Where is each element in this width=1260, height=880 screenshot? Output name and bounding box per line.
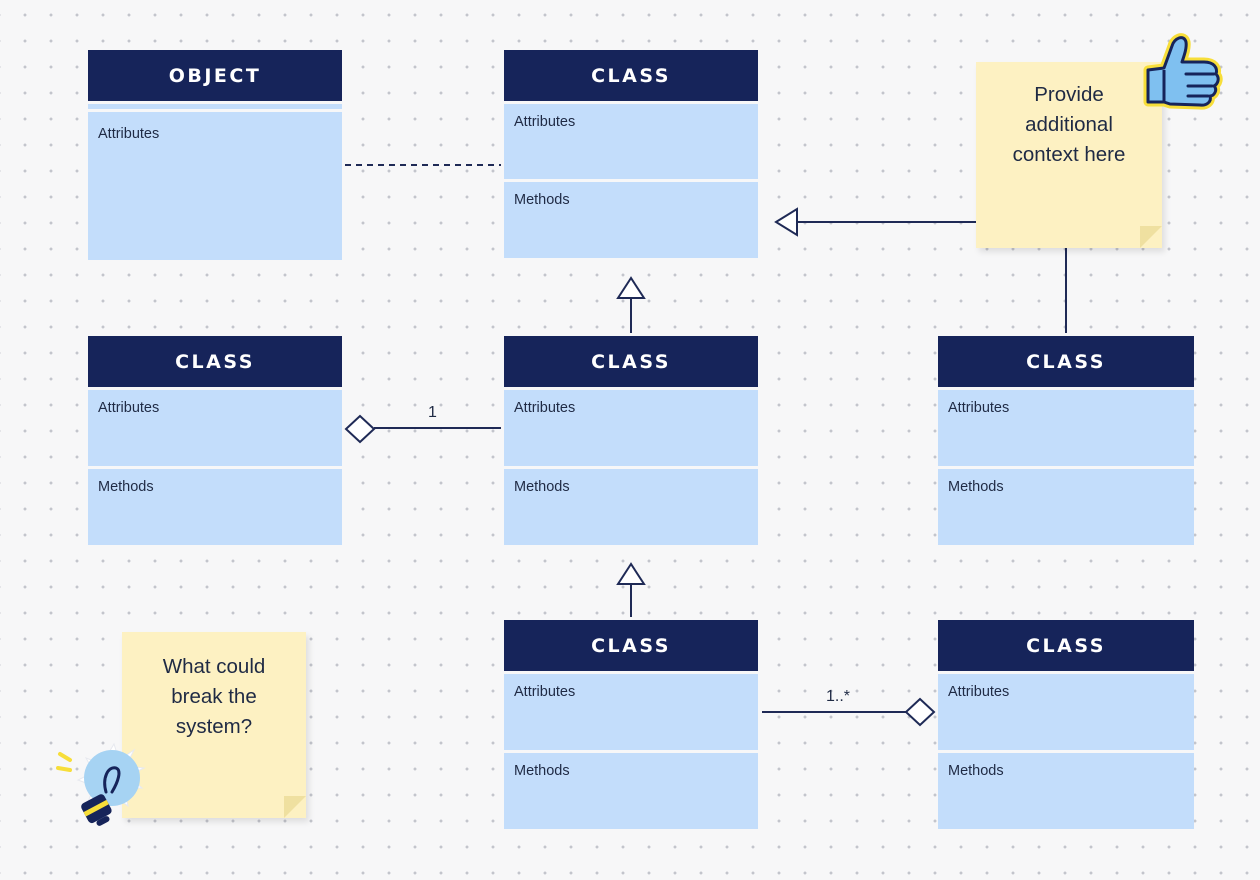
class-methods: Methods [938,469,1194,545]
class-box-bottom[interactable]: CLASS Attributes Methods [504,620,758,829]
note-line: Provide [1034,83,1104,106]
object-box[interactable]: OBJECT Attributes [88,50,342,260]
sticky-note-question[interactable]: What could break the system? [122,632,306,818]
class-header: CLASS [938,336,1194,387]
note-line: context here [1012,143,1126,166]
class-methods: Methods [938,753,1194,829]
class-header: CLASS [938,620,1194,671]
class-box-right[interactable]: CLASS Attributes Methods [938,336,1194,545]
object-attributes: Attributes [88,112,342,260]
class-methods: Methods [504,469,758,545]
note-line: break the [171,685,257,708]
note-fold [1140,226,1162,248]
class-box-center[interactable]: CLASS Attributes Methods [504,336,758,545]
object-spacer [88,104,342,109]
note-line: What could [162,655,266,678]
class-attributes: Attributes [938,674,1194,750]
aggregation-diamond-bottom [904,697,936,727]
class-attributes: Attributes [504,390,758,466]
object-header: OBJECT [88,50,342,101]
class-box-bottom-right[interactable]: CLASS Attributes Methods [938,620,1194,829]
class-header: CLASS [88,336,342,387]
class-header: CLASS [504,336,758,387]
class-methods: Methods [504,753,758,829]
inheritance-arrowhead-center [616,562,646,585]
aggregation-diamond-left [344,414,376,444]
multiplicity-label-bottom: 1..* [826,688,851,705]
class-methods: Methods [504,182,758,258]
class-box-left[interactable]: CLASS Attributes Methods [88,336,342,545]
multiplicity-label-left: 1 [428,404,437,421]
note-line: additional [1025,113,1113,136]
class-header: CLASS [504,620,758,671]
note-fold [284,796,306,818]
class-attributes: Attributes [88,390,342,466]
class-attributes: Attributes [504,104,758,179]
class-attributes: Attributes [938,390,1194,466]
sticky-note-context[interactable]: Provide additional context here [976,62,1162,248]
note-line: system? [175,715,253,738]
inheritance-arrowhead-top [616,276,646,299]
inheritance-arrowhead-right [774,207,798,237]
class-attributes: Attributes [504,674,758,750]
class-box-top[interactable]: CLASS Attributes Methods [504,50,758,258]
lightbulb-icon [56,742,146,826]
class-methods: Methods [88,469,342,545]
thumbs-up-icon [1143,33,1223,110]
class-header: CLASS [504,50,758,101]
